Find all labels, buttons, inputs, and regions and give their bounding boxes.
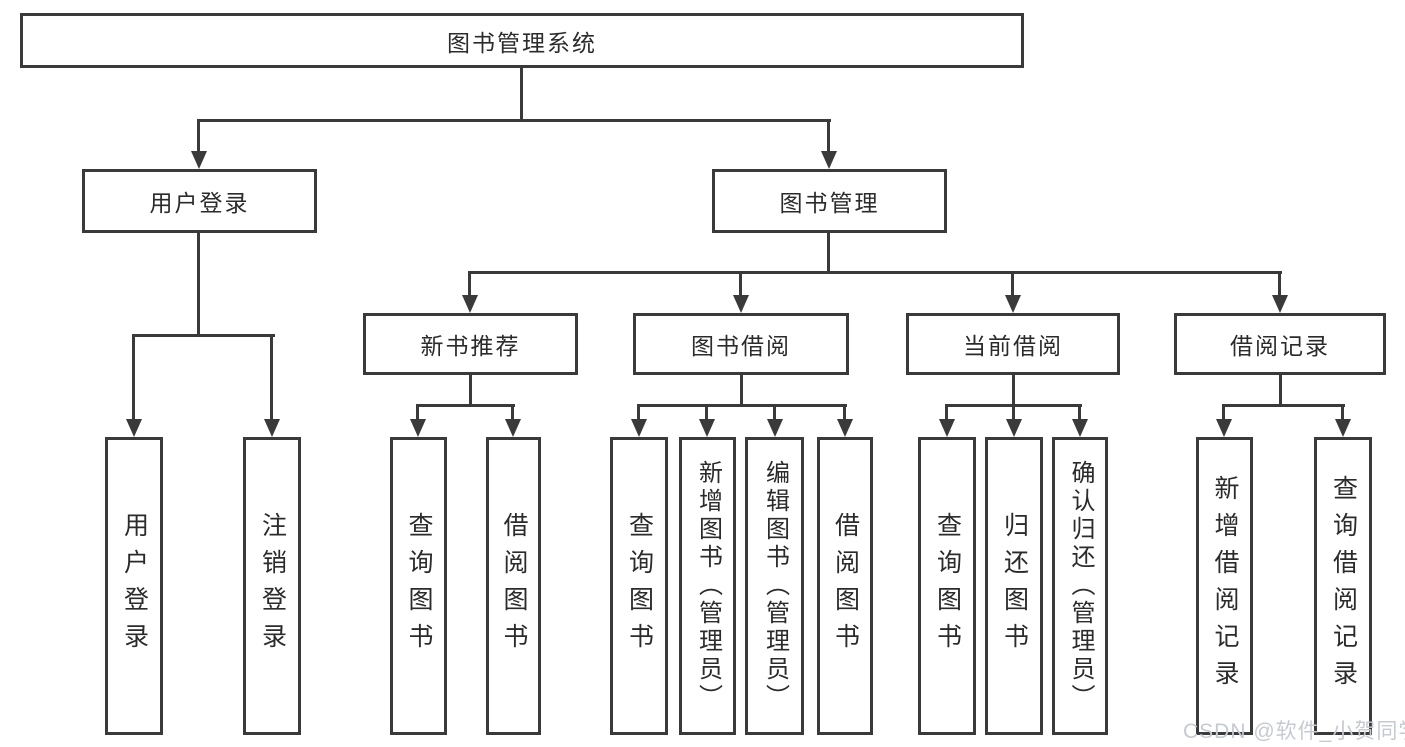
connector-book-mgmt-down <box>827 233 830 274</box>
node-root-label: 图书管理系统 <box>447 29 597 56</box>
connector-borrow-records-crossbar <box>1223 404 1345 407</box>
node-user-login-label: 用户登录 <box>149 190 250 216</box>
leaf-borrow-books-newbooks: 借阅图书 <box>486 437 541 735</box>
arrowhead-leaf-icon <box>410 419 426 437</box>
leaf-borrow-books-label: 借阅图书 <box>831 512 860 660</box>
leaf-search-borrow-record: 查询借阅记录 <box>1314 437 1372 735</box>
leaf-add-books-admin: 新增图书（管理员） <box>679 437 736 735</box>
arrowhead-leaf-icon <box>1006 419 1022 437</box>
connector-user-login-down <box>197 233 200 337</box>
arrowhead-current-borrow-icon <box>1005 295 1021 313</box>
node-borrow-records: 借阅记录 <box>1174 313 1386 375</box>
connector-current-borrow-stem <box>1011 271 1014 297</box>
connector-leaf-stem <box>945 404 948 421</box>
connector-leaf-stem <box>705 404 708 421</box>
leaf-search-books-current: 查询图书 <box>918 437 976 735</box>
connector-new-books-stem <box>468 271 471 297</box>
arrowhead-leaf-icon <box>505 419 521 437</box>
connector-root-crossbar <box>198 119 831 122</box>
connector-leaf-stem <box>773 404 776 421</box>
arrowhead-user-login-icon <box>191 151 207 169</box>
node-book-mgmt-label: 图书管理 <box>779 190 880 216</box>
connector-leaf-stem <box>1078 404 1081 421</box>
connector-leaf-stem <box>637 404 640 421</box>
arrowhead-leaf-icon <box>699 419 715 437</box>
connector-borrow-records-stem <box>1278 271 1281 297</box>
arrowhead-leaf-login-icon <box>126 419 142 437</box>
arrowhead-leaf-icon <box>1216 419 1232 437</box>
leaf-add-borrow-record: 新增借阅记录 <box>1196 437 1253 735</box>
leaf-search-books-borrow: 查询图书 <box>610 437 668 735</box>
node-book-borrow: 图书借阅 <box>633 313 849 375</box>
connector-leaf-stem <box>416 404 419 421</box>
node-borrow-records-label: 借阅记录 <box>1230 333 1330 359</box>
watermark-text: CSDN @软件_小贺同学 <box>1183 720 1405 743</box>
connector-leaf-stem <box>843 404 846 421</box>
connector-book-borrow-down <box>740 375 743 407</box>
connector-user-login-crossbar <box>133 334 275 337</box>
arrowhead-leaf-icon <box>939 419 955 437</box>
connector-leaf-logout-stem <box>270 334 273 419</box>
connector-leaf-stem <box>511 404 514 421</box>
arrowhead-book-mgmt-icon <box>821 151 837 169</box>
connector-current-borrow-down <box>1012 375 1015 407</box>
connector-new-books-crossbar <box>417 404 515 407</box>
arrowhead-borrow-records-icon <box>1272 295 1288 313</box>
node-book-mgmt: 图书管理 <box>712 169 947 233</box>
connector-leaf-stem <box>1341 404 1344 421</box>
connector-leaf-stem <box>1012 404 1015 421</box>
arrowhead-leaf-icon <box>1335 419 1351 437</box>
leaf-borrow-books-label: 借阅图书 <box>500 512 528 660</box>
leaf-search-books-newbooks: 查询图书 <box>390 437 447 735</box>
leaf-confirm-return-admin: 确认归还（管理员） <box>1052 437 1108 735</box>
leaf-logout: 注销登录 <box>243 437 301 735</box>
connector-new-books-down <box>469 375 472 407</box>
node-user-login: 用户登录 <box>82 169 317 233</box>
leaf-edit-books-label: 编辑图书（管理员） <box>761 460 789 712</box>
leaf-user-login: 用户登录 <box>105 437 163 735</box>
node-new-books-label: 新书推荐 <box>420 333 521 359</box>
connector-leaf-stem <box>1222 404 1225 421</box>
arrowhead-leaf-icon <box>767 419 783 437</box>
arrowhead-leaf-logout-icon <box>264 419 280 437</box>
leaf-search-books-label: 查询图书 <box>405 512 433 660</box>
leaf-return-books-label: 归还图书 <box>1000 512 1029 660</box>
connector-level3-crossbar <box>470 271 1282 274</box>
node-current-borrow: 当前借阅 <box>906 313 1120 375</box>
leaf-confirm-return-label: 确认归还（管理员） <box>1067 460 1094 712</box>
connector-book-borrow-crossbar <box>638 404 847 407</box>
connector-book-mgmt-stem <box>827 119 830 152</box>
node-new-books: 新书推荐 <box>363 313 578 375</box>
leaf-search-books-label: 查询图书 <box>625 512 654 660</box>
leaf-add-borrow-record-label: 新增借阅记录 <box>1211 475 1239 697</box>
leaf-user-login-label: 用户登录 <box>120 512 149 660</box>
leaf-edit-books-admin: 编辑图书（管理员） <box>745 437 804 735</box>
connector-borrow-records-down <box>1279 375 1282 407</box>
leaf-search-books-label: 查询图书 <box>933 512 962 660</box>
arrowhead-new-books-icon <box>462 295 478 313</box>
leaf-add-books-label: 新增图书（管理员） <box>694 460 722 712</box>
leaf-return-books: 归还图书 <box>985 437 1043 735</box>
connector-leaf-login-stem <box>132 334 135 419</box>
leaf-search-borrow-record-label: 查询借阅记录 <box>1329 475 1358 697</box>
arrowhead-book-borrow-icon <box>733 295 749 313</box>
arrowhead-leaf-icon <box>1072 419 1088 437</box>
node-book-borrow-label: 图书借阅 <box>691 333 791 359</box>
arrowhead-leaf-icon <box>631 419 647 437</box>
arrowhead-leaf-icon <box>837 419 853 437</box>
connector-book-borrow-stem <box>739 271 742 297</box>
connector-root-stem <box>520 68 523 121</box>
node-current-borrow-label: 当前借阅 <box>963 333 1063 359</box>
leaf-logout-label: 注销登录 <box>258 512 287 660</box>
leaf-borrow-books: 借阅图书 <box>817 437 873 735</box>
connector-user-login-stem <box>197 119 200 152</box>
node-root: 图书管理系统 <box>20 13 1024 68</box>
